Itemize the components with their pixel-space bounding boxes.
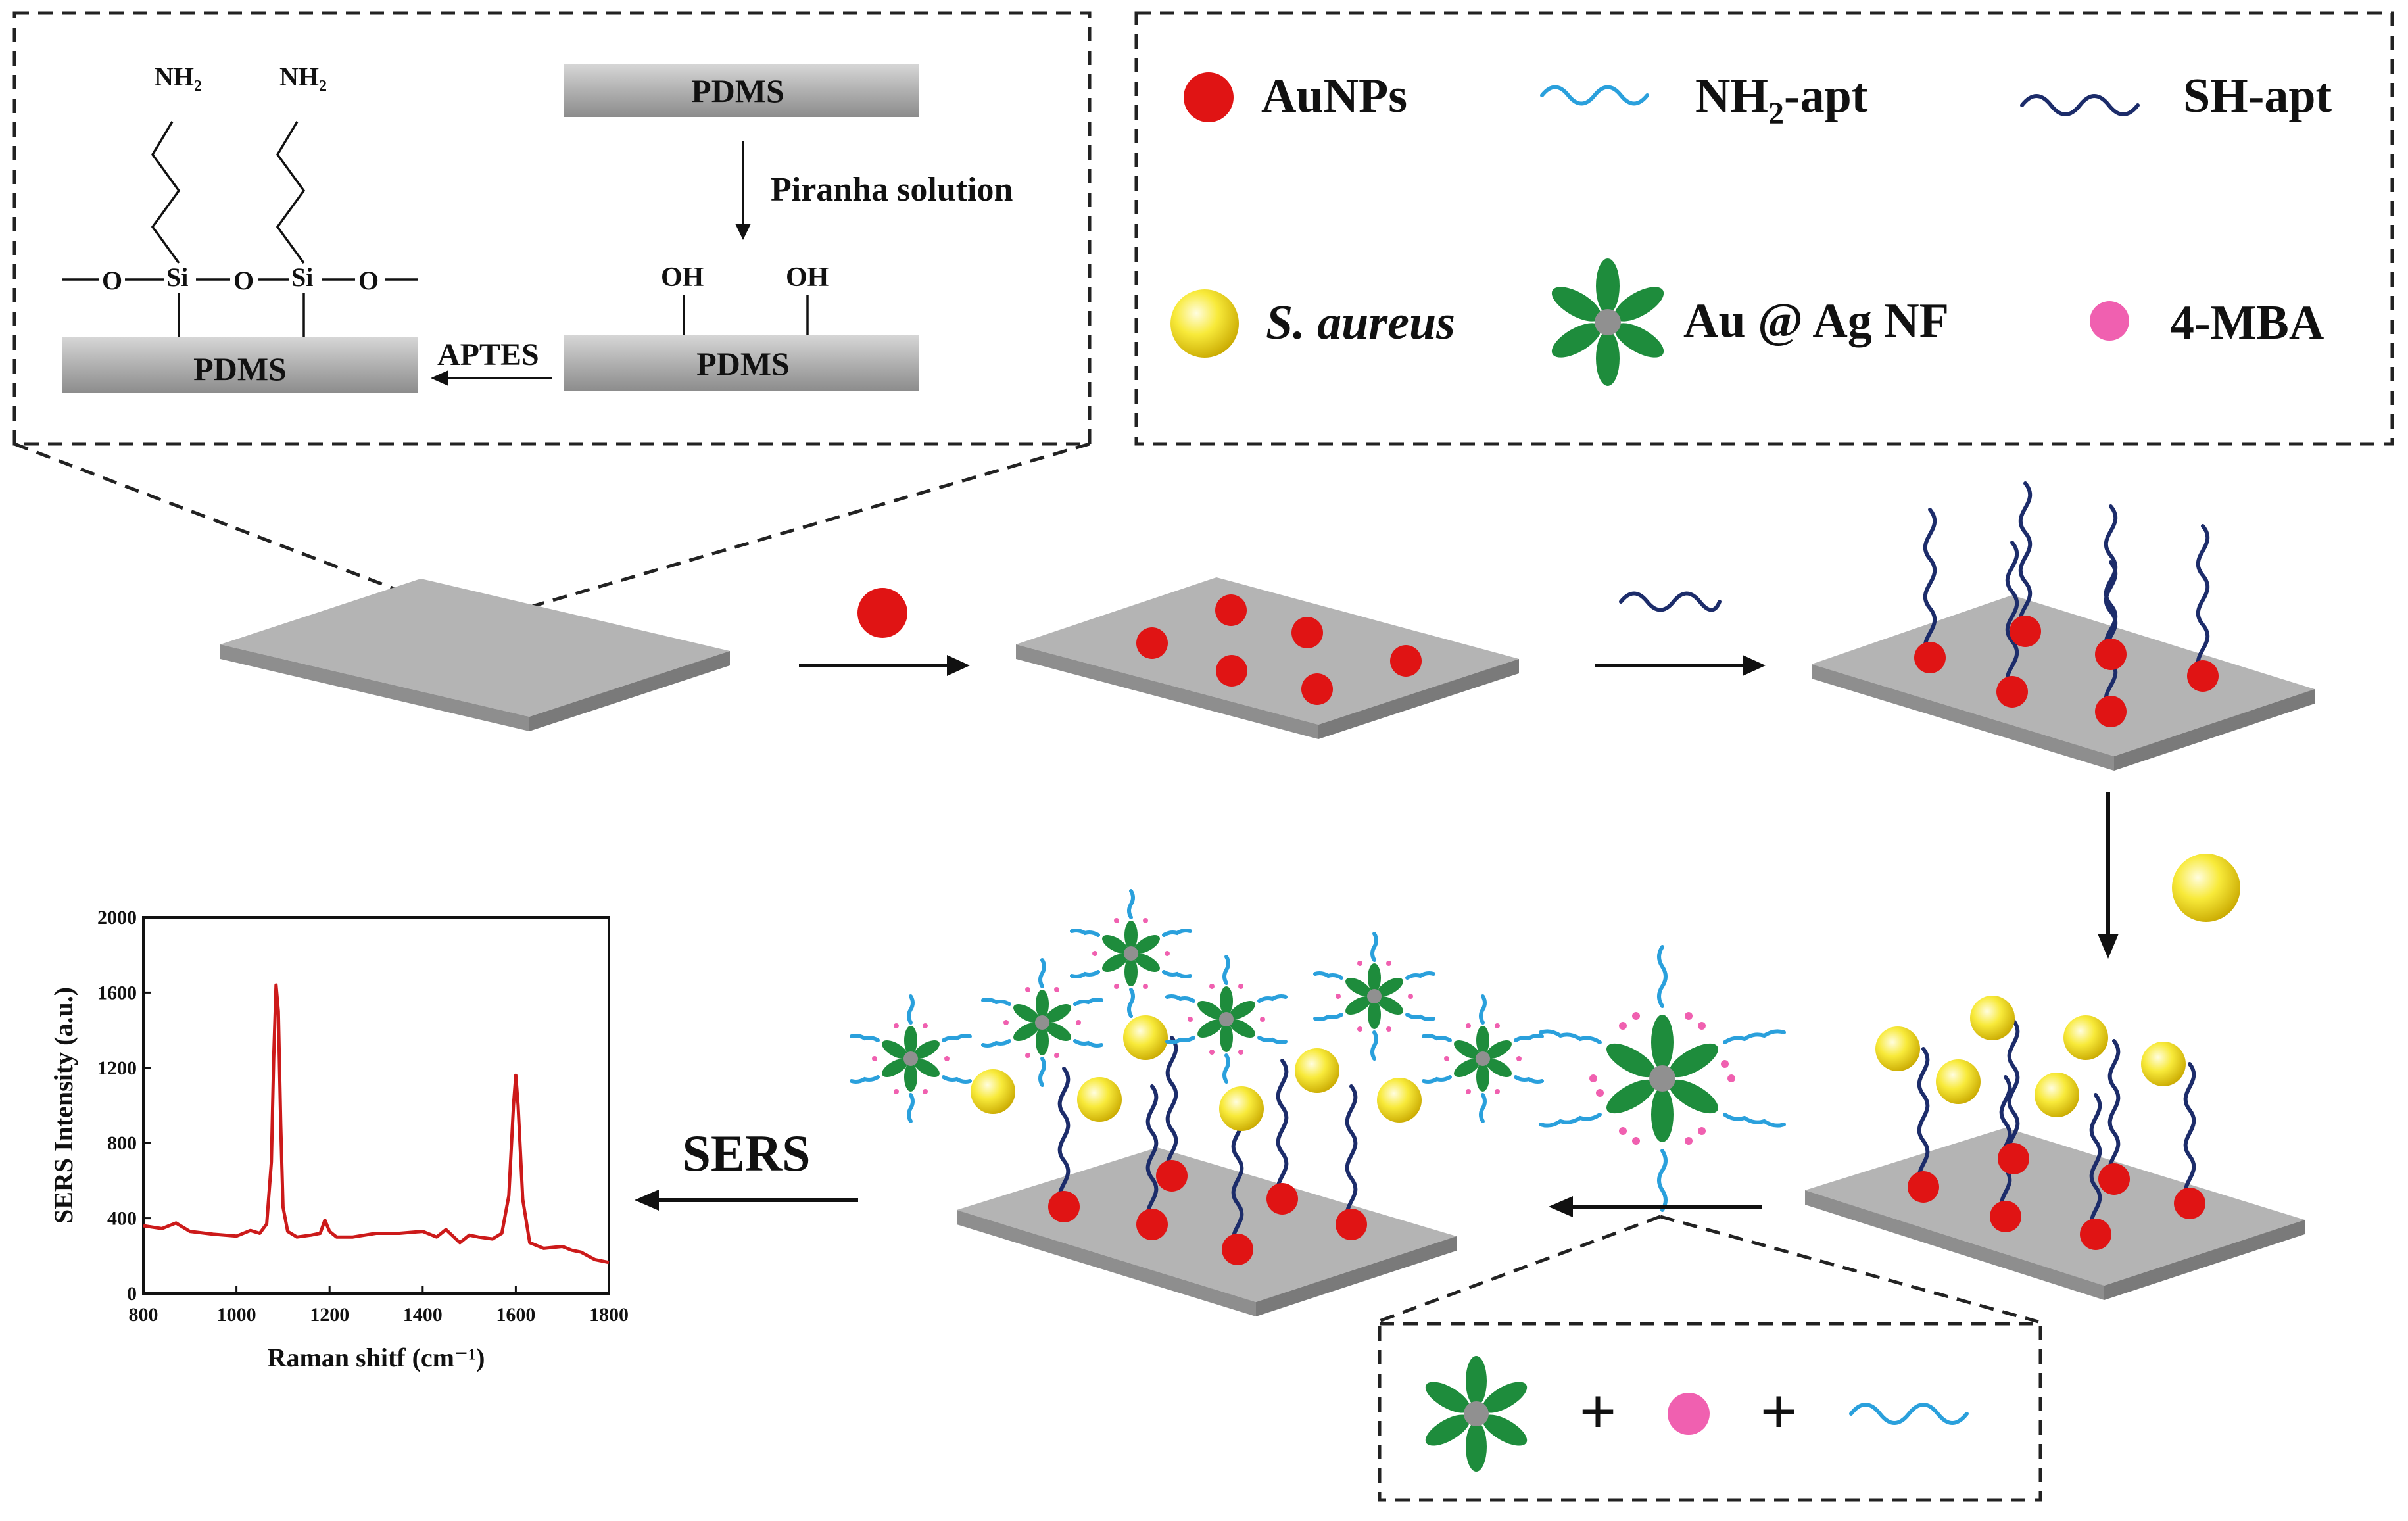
recipe-mba-icon xyxy=(1668,1393,1710,1435)
pdms-bar-amine: PDMS xyxy=(62,337,418,393)
pdms-bar-top: PDMS xyxy=(564,64,919,117)
y-tick-label: 0 xyxy=(127,1283,137,1305)
x-tick-label: 1400 xyxy=(403,1304,443,1326)
zoom-line-right xyxy=(479,442,1090,623)
x-tick-label: 1600 xyxy=(496,1304,535,1326)
s-aureus-reagent-icon xyxy=(2172,854,2240,922)
sh-apt-icon xyxy=(2020,94,2140,116)
siloxane-structure: O Si O Si O NH₂ NH₂ xyxy=(62,62,418,337)
surface-chemistry-frame xyxy=(12,11,1092,446)
y-tick-label: 400 xyxy=(107,1208,137,1230)
s-aureus-icon xyxy=(1170,289,1239,358)
recipe-flower-icon xyxy=(1425,1356,1528,1472)
nh2-label-2: NH₂ xyxy=(279,62,327,91)
legend-panel: AuNPs NH2-apt SH-apt S. aureus Au @ Ag xyxy=(1134,11,2394,446)
plus-sign-2: + xyxy=(1760,1375,1798,1448)
oh-label-1: OH xyxy=(661,262,704,293)
nh2-label-1: NH₂ xyxy=(155,62,202,91)
y-tick-label: 800 xyxy=(107,1132,137,1154)
y-tick-label: 1200 xyxy=(97,1057,137,1079)
oh-label-2: OH xyxy=(786,262,829,293)
au-ag-flower-icon xyxy=(1551,258,1664,386)
slab-aunps xyxy=(1016,577,1519,739)
aptes-label: APTES xyxy=(437,337,539,372)
legend-s-aureus: S. aureus xyxy=(1170,289,1455,358)
piranha-label: Piranha solution xyxy=(771,171,1013,208)
pdms-label-top: PDMS xyxy=(691,72,784,109)
y-axis-label: SERS Intensity (a.u.) xyxy=(49,987,78,1224)
svg-text:O: O xyxy=(358,266,379,295)
svg-text:4-MBA: 4-MBA xyxy=(2170,296,2324,350)
legend-4-mba: 4-MBA xyxy=(2090,296,2324,350)
nh2-apt-icon xyxy=(1540,85,1649,106)
y-tick-label: 2000 xyxy=(97,907,137,929)
svg-text:Au @ Ag NF: Au @ Ag NF xyxy=(1683,294,1949,348)
slab-aunps-aptamer xyxy=(1812,481,2315,771)
x-tick-label: 1800 xyxy=(589,1304,629,1326)
recipe-nh2-apt-icon xyxy=(1849,1403,1969,1425)
slab-bacteria-captured xyxy=(1805,996,2305,1300)
slab-bare xyxy=(220,579,730,731)
x-tick-label: 1200 xyxy=(310,1304,349,1326)
surface-chemistry-panel: PDMS PDMS PDMS Piranha solution OH OH AP… xyxy=(12,11,1092,446)
pdms-label-hydroxyl: PDMS xyxy=(696,345,790,382)
plot-frame xyxy=(142,916,610,1295)
legend-frame xyxy=(1134,11,2394,446)
legend-sh-apt: SH-apt xyxy=(2020,69,2332,123)
zoom-line-probe-right xyxy=(1660,1215,2039,1324)
probe-recipe-panel: + + xyxy=(1378,1322,2042,1502)
mba-icon xyxy=(2090,301,2129,341)
sers-spectrum-chart: 800 1000 1200 1400 1600 1800 0 400 800 1200 1600 2… xyxy=(49,907,629,1372)
pdms-label-amine: PDMS xyxy=(193,350,287,387)
x-tick-label: 1000 xyxy=(217,1304,256,1326)
probe-recipe-frame xyxy=(1378,1322,2042,1502)
zoom-line-probe-left xyxy=(1377,1215,1661,1324)
x-tick-label: 800 xyxy=(129,1304,158,1326)
si-label-1: Si xyxy=(166,262,188,292)
sh-apt-reagent-icon xyxy=(1619,591,1722,612)
legend-au-ag-nf: Au @ Ag NF xyxy=(1551,258,1949,386)
y-axis-ticks: 0 400 800 1200 1600 2000 xyxy=(97,907,151,1305)
legend-nh2-apt: NH2-apt xyxy=(1540,69,1868,131)
svg-text:SH-apt: SH-apt xyxy=(2183,69,2332,123)
svg-text:NH2-apt: NH2-apt xyxy=(1695,69,1868,131)
x-axis-ticks: 800 1000 1200 1400 1600 1800 xyxy=(129,1286,629,1326)
aunp-reagent-icon xyxy=(857,588,907,638)
si-label-2: Si xyxy=(291,262,313,292)
sers-probe-flower xyxy=(1539,945,1786,1212)
sers-label: SERS xyxy=(682,1124,810,1182)
svg-text:O: O xyxy=(233,266,254,295)
pdms-bar-hydroxyl: PDMS xyxy=(564,335,919,391)
spectrum-line xyxy=(143,983,610,1265)
svg-text:O: O xyxy=(102,266,122,295)
x-axis-label: Raman shitf (cm⁻¹) xyxy=(268,1343,485,1372)
slab-sandwich-complex xyxy=(850,891,1542,1316)
legend-aunps: AuNPs xyxy=(1184,69,1407,123)
svg-text:AuNPs: AuNPs xyxy=(1261,69,1407,123)
y-tick-label: 1600 xyxy=(97,982,137,1003)
plus-sign-1: + xyxy=(1579,1375,1617,1448)
svg-text:S. aureus: S. aureus xyxy=(1266,296,1455,350)
